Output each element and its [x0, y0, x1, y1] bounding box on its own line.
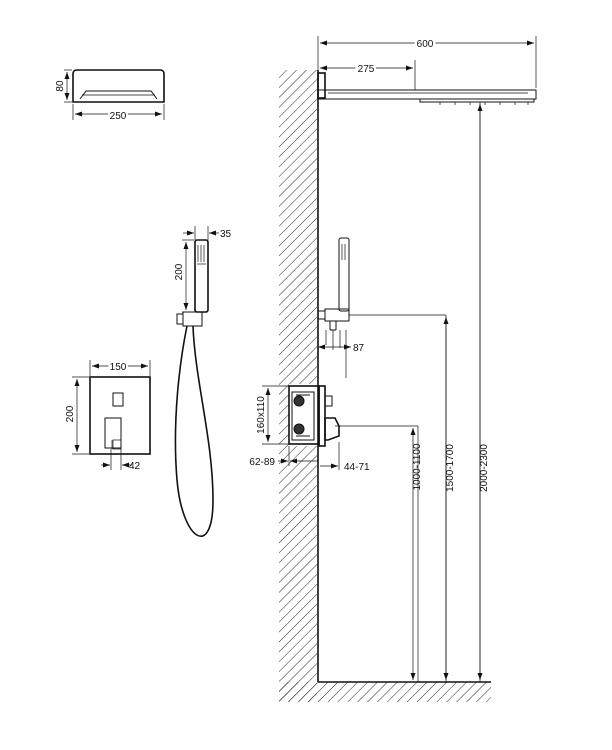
rain-head-width-label: 250: [110, 111, 127, 122]
valve-plate-height-label: 200: [65, 405, 76, 422]
hand-shower-length-label: 200: [174, 263, 185, 280]
hand-shower-width-label: 35: [220, 229, 232, 240]
box-depth-label: 62-89: [249, 457, 275, 468]
valve-plate-width-label: 150: [110, 362, 127, 373]
rain-head-top-view: 80 250: [55, 69, 165, 124]
holder-height-label: 1500-1700: [445, 444, 456, 492]
valve-height-label: 1000-1100: [412, 443, 423, 491]
holder-projection-label: 87: [353, 343, 365, 354]
head-height-label: 2000-2300: [479, 444, 490, 492]
wall-elevation-view: 600 275 87 160x110: [249, 36, 537, 702]
hand-shower-detail: 35 200: [174, 226, 232, 537]
valve-lever-depth-label: 42: [129, 461, 141, 472]
floor-hatch: [279, 682, 491, 702]
head-offset-label: 275: [358, 64, 375, 75]
box-size-label: 160x110: [256, 396, 267, 434]
rain-head-depth-label: 80: [55, 80, 66, 92]
valve-plate-front-view: 150 200 42: [65, 360, 151, 472]
plate-projection-label: 44-71: [344, 462, 370, 473]
arm-length-label: 600: [417, 39, 434, 50]
